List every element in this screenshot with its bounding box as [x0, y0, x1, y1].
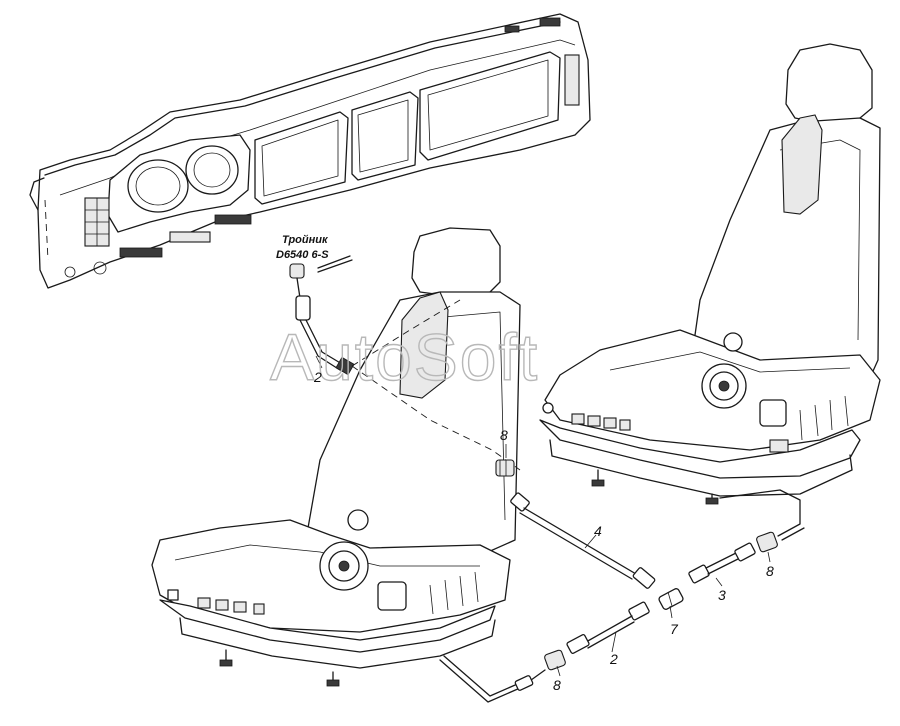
callout-3: 3: [718, 587, 726, 603]
callout-2-upper: 2: [313, 369, 322, 385]
tee-note-line-2: D6540 6-S: [276, 249, 329, 261]
fitting-8-upper: [495, 459, 515, 477]
front-seat-line: [439, 659, 546, 703]
driver-seat-rear: [539, 43, 881, 505]
tee-fitting: [289, 255, 355, 376]
coupler-7: [658, 588, 684, 610]
fitting-8-lower: [544, 649, 566, 671]
callout-8-right: 8: [766, 563, 774, 579]
callout-4: 4: [594, 523, 602, 539]
callout-7: 7: [670, 621, 679, 637]
watermark: AutoSoft: [270, 320, 539, 394]
rear-seat-line: [719, 489, 801, 537]
callout-8-lower: 8: [553, 677, 561, 693]
fitting-8-right: [756, 531, 778, 553]
tee-note-line-1: Тройник: [282, 234, 329, 246]
hose-4: [510, 492, 656, 589]
callout-2-lower: 2: [609, 651, 618, 667]
passenger-seat-front: [151, 227, 521, 687]
hose-3: [688, 542, 756, 584]
leader-lines: [315, 355, 771, 677]
callout-8-upper: 8: [500, 427, 508, 443]
hose-2-lower: [566, 601, 650, 654]
dashboard-panel: [29, 13, 591, 289]
